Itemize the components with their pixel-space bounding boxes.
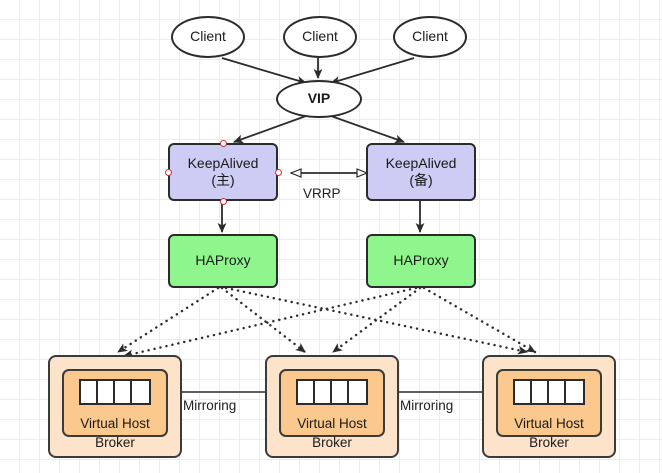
edge-label-mirroring-right: Mirroring: [400, 398, 454, 413]
node-keepalived-master[interactable]: KeepAlived (主): [168, 143, 278, 201]
edge-client3-vip: [330, 57, 415, 85]
anchor-handle-bottom[interactable]: [219, 197, 227, 205]
edge-haproxy-left-broker2: [220, 286, 307, 354]
edge-haproxy-left-broker3: [224, 286, 529, 355]
keepalived-master-line2: (主): [211, 172, 235, 188]
edge-vip-ka-backup: [330, 115, 405, 144]
broker-2-label: Broker: [312, 435, 352, 450]
broker-2-virtual-host[interactable]: Virtual Host: [279, 369, 385, 437]
node-client-3[interactable]: Client: [393, 16, 467, 58]
broker-1-queue-icon: [79, 379, 151, 405]
edge-haproxy-right-broker3: [422, 286, 537, 354]
haproxy-left-label: HAProxy: [195, 252, 251, 269]
node-keepalived-backup[interactable]: KeepAlived (备): [366, 143, 476, 201]
client-3-label: Client: [412, 28, 448, 45]
broker-2-queue-icon: [296, 379, 368, 405]
edge-client1-vip: [221, 57, 307, 85]
keepalived-backup-line2: (备): [409, 172, 433, 188]
client-2-label: Client: [302, 28, 338, 45]
broker-1-virtual-host[interactable]: Virtual Host: [62, 369, 168, 437]
edge-label-mirroring-left: Mirroring: [183, 398, 237, 413]
node-broker-1[interactable]: Virtual Host Broker: [48, 355, 182, 458]
node-haproxy-left[interactable]: HAProxy: [168, 234, 278, 288]
keepalived-master-text: KeepAlived (主): [188, 155, 259, 190]
edge-haproxy-right-broker1: [122, 286, 418, 359]
anchor-handle-left[interactable]: [164, 168, 172, 176]
anchor-handle-top[interactable]: [219, 139, 227, 147]
broker-1-vhost-label: Virtual Host: [80, 416, 150, 431]
node-client-2[interactable]: Client: [283, 16, 357, 58]
broker-3-label: Broker: [529, 435, 569, 450]
vip-label: VIP: [307, 90, 331, 107]
client-1-label: Client: [190, 28, 226, 45]
broker-2-vhost-label: Virtual Host: [297, 416, 367, 431]
anchor-handle-right[interactable]: [274, 168, 282, 176]
broker-3-vhost-label: Virtual Host: [514, 416, 584, 431]
haproxy-right-label: HAProxy: [393, 252, 449, 269]
broker-3-virtual-host[interactable]: Virtual Host: [496, 369, 602, 437]
keepalived-master-line1: KeepAlived: [187, 154, 259, 171]
node-haproxy-right[interactable]: HAProxy: [366, 234, 476, 288]
node-client-1[interactable]: Client: [171, 16, 245, 58]
node-broker-3[interactable]: Virtual Host Broker: [482, 355, 616, 458]
broker-1-label: Broker: [95, 435, 135, 450]
keepalived-backup-line1: KeepAlived: [385, 154, 457, 171]
node-vip[interactable]: VIP: [276, 80, 362, 118]
node-broker-2[interactable]: Virtual Host Broker: [265, 355, 399, 458]
keepalived-backup-text: KeepAlived (备): [386, 155, 457, 190]
edge-vip-ka-master: [233, 115, 307, 144]
edge-haproxy-right-broker2: [331, 286, 422, 354]
edge-label-vrrp: VRRP: [303, 186, 341, 201]
edge-haproxy-left-broker1: [116, 286, 220, 354]
broker-3-queue-icon: [513, 379, 585, 405]
